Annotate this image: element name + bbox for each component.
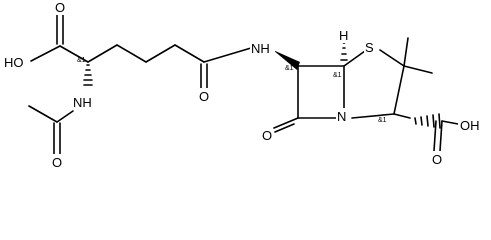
- atom-label-o-amide: O: [199, 89, 209, 104]
- bond-lactam-co: [273, 117, 299, 129]
- bond-acid-oh: [30, 45, 61, 62]
- hashed-wedge-c3-cooh: [414, 113, 441, 129]
- bond-chain-3: [145, 44, 176, 63]
- stereo-marker-layer: &1 &1 &1 &1: [77, 57, 387, 124]
- atom-label-ho-left: HO: [4, 55, 24, 70]
- bond-amide-nh: [203, 47, 252, 63]
- atom-label-nh-amide: NH: [251, 41, 270, 56]
- bond-n-c3: [351, 113, 395, 119]
- bond-c2-me2: [403, 65, 433, 74]
- stereo-label-alpha: &1: [77, 57, 86, 64]
- bond-acetyl-methyl: [28, 105, 58, 123]
- bond-nh-acetyl: [56, 110, 74, 123]
- bond-chain-1: [87, 44, 118, 63]
- atom-label-o-acid-top: O: [55, 0, 65, 15]
- bond-c5-s: [343, 50, 366, 67]
- atom-label-o-acetyl: O: [52, 155, 62, 170]
- atom-label-o-acid-right: O: [432, 152, 442, 167]
- bond-acid-alpha: [59, 45, 89, 63]
- hashed-wedge-c5-h: [340, 42, 348, 61]
- bond-acid2-co-double: [439, 120, 443, 152]
- hashed-wedge-alpha-nh: [83, 64, 93, 86]
- atom-label-oh-right: OH: [460, 118, 480, 133]
- bond-s-c2: [379, 49, 405, 67]
- chemical-structure: HO O NH O O NH H S N O O OH &1 &1 &1 &1: [1, 0, 485, 170]
- atom-label-nh-acetyl: NH: [73, 95, 92, 110]
- bond-c3-cooh-start: [393, 113, 411, 119]
- bond-c2-c3: [393, 65, 405, 115]
- atom-label-h-bridge: H: [339, 28, 348, 43]
- atom-label-s-ring: S: [365, 40, 374, 55]
- stereo-label-c5: &1: [333, 72, 342, 79]
- bond-acid2-oh: [441, 120, 459, 125]
- atom-label-n-ring: N: [337, 109, 346, 124]
- stereo-label-c3: &1: [378, 117, 387, 124]
- bond-chain-2: [116, 44, 147, 63]
- bond-chain-4: [174, 44, 205, 63]
- bond-lactam-co-double: [274, 123, 295, 133]
- wedge-nh-c6: [273, 50, 300, 70]
- bond-c2-me1: [403, 37, 409, 67]
- bond-layer: [28, 14, 459, 155]
- atom-label-o-lactam: O: [262, 128, 272, 143]
- stereo-label-c6: &1: [285, 65, 294, 72]
- atom-label-layer: HO O NH O O NH H S N O O OH: [1, 0, 485, 170]
- bond-acid2-co: [433, 120, 437, 152]
